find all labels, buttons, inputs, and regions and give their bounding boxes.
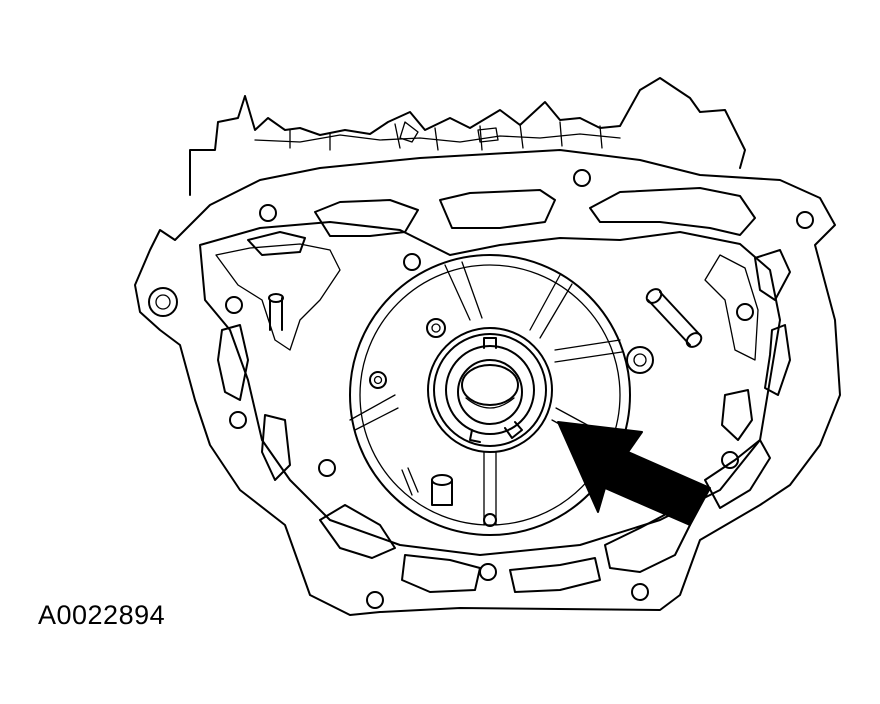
flange-pockets xyxy=(217,187,791,593)
pump-body xyxy=(349,254,631,536)
bolt-holes xyxy=(148,169,814,609)
inner-bore-area xyxy=(199,221,781,556)
upper-case-body xyxy=(189,77,746,196)
seal-ring-icon xyxy=(427,327,553,453)
arrow-pointer-icon xyxy=(557,421,711,526)
internal-rods xyxy=(268,288,703,506)
figure-id-label: A0022894 xyxy=(38,600,166,630)
